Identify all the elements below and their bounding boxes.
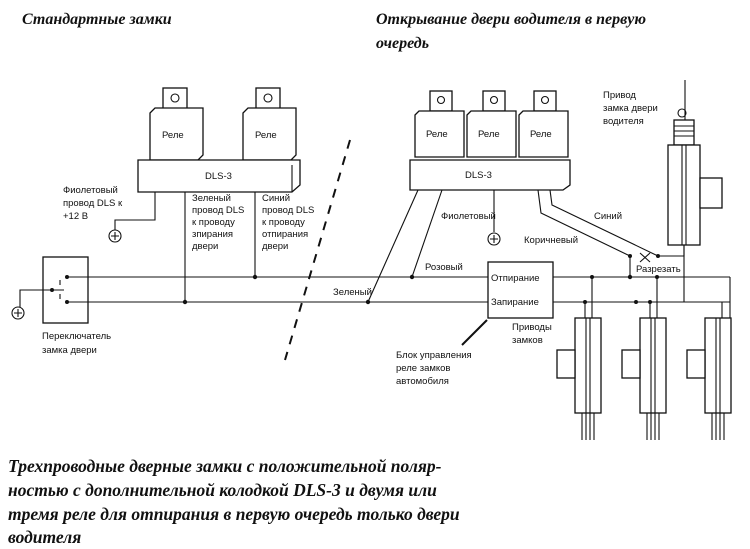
svg-text:зпирания: зпирания [192, 229, 233, 240]
driver-actuator-label: Привод замка двери водителя [603, 90, 658, 127]
svg-text:Реле: Реле [426, 129, 448, 140]
violet-label: Фиолетовый [441, 211, 496, 222]
svg-text:Привод: Привод [603, 90, 636, 101]
diagram-caption: Трехпроводные дверные замки с положитель… [8, 456, 460, 547]
svg-text:провод DLS к: провод DLS к [63, 198, 123, 209]
door-lock-switch [19, 256, 89, 324]
title-driver-door-first: Открывание двери водителя в первую [376, 11, 646, 28]
door-actuator-1 [556, 275, 602, 440]
actuators-label: Приводы замков [512, 322, 552, 346]
svg-text:Реле: Реле [255, 130, 277, 141]
svg-text:к проводу: к проводу [192, 217, 235, 228]
relay-left-2: Реле [242, 87, 297, 161]
door-actuator-3 [686, 277, 732, 440]
relay-right-1: Реле [414, 90, 465, 158]
relay-right-3: Реле [518, 90, 569, 158]
svg-text:Трехпроводные дверные замки с: Трехпроводные дверные замки с положитель… [8, 456, 442, 476]
svg-text:Отпирание: Отпирание [491, 273, 540, 284]
svg-text:Запирание: Запирание [491, 297, 539, 308]
svg-text:двери: двери [192, 241, 218, 252]
blue-label: Синий [594, 211, 622, 222]
svg-text:Реле: Реле [162, 130, 184, 141]
brown-label: Коричневый [524, 235, 578, 246]
svg-text:DLS-3: DLS-3 [465, 170, 492, 181]
ground-plus-icon [487, 232, 501, 246]
ground-plus-icon [11, 306, 25, 320]
svg-text:Переключатель: Переключатель [42, 331, 111, 342]
svg-text:DLS-3: DLS-3 [205, 171, 232, 182]
blue-wire-label: Синий провод DLS к проводу отпирания две… [262, 193, 314, 252]
svg-text:двери: двери [262, 241, 288, 252]
divider-dashed-line [284, 139, 351, 361]
svg-text:Приводы: Приводы [512, 322, 552, 333]
svg-text:замков: замков [512, 335, 543, 346]
svg-text:автомобиля: автомобиля [396, 376, 449, 387]
green-label: Зеленый [333, 287, 372, 298]
green-wire-label: Зеленый провод DLS к проводу зпирания дв… [192, 193, 244, 252]
svg-text:Фиолетовый: Фиолетовый [63, 185, 118, 196]
svg-text:ностью с дополнительной колодк: ностью с дополнительной колодкой DLS-3 и… [8, 480, 437, 500]
dls3-module-right: DLS-3 [409, 159, 571, 191]
car-lock-control-unit: Отпирание Запирание [487, 261, 554, 319]
pink-label: Розовый [425, 262, 463, 273]
title-driver-door-first-line2: очередь [376, 35, 429, 52]
relay-left-1: Реле [149, 87, 204, 161]
svg-text:провод DLS: провод DLS [192, 205, 244, 216]
dls3-module-left: DLS-3 [137, 159, 301, 193]
svg-text:замка двери: замка двери [42, 345, 97, 356]
door-actuator-2 [621, 275, 667, 440]
violet-wire-label: Фиолетовый провод DLS к +12 В [63, 185, 123, 222]
title-standard-locks: Стандартные замки [22, 11, 172, 28]
svg-text:тремя реле для отпирания в пер: тремя реле для отпирания в первую очеред… [8, 504, 460, 524]
control-unit-label: Блок управления реле замков автомобиля [396, 350, 472, 387]
ground-plus-icon [108, 229, 122, 243]
svg-text:к проводу: к проводу [262, 217, 305, 228]
svg-text:Реле: Реле [478, 129, 500, 140]
svg-text:отпирания: отпирания [262, 229, 308, 240]
svg-text:Синий: Синий [262, 193, 290, 204]
svg-text:замка двери: замка двери [603, 103, 658, 114]
svg-text:Реле: Реле [530, 129, 552, 140]
svg-text:водителя: водителя [8, 527, 81, 547]
svg-text:Блок управления: Блок управления [396, 350, 472, 361]
switch-label: Переключатель замка двери [42, 331, 111, 356]
svg-text:реле замков: реле замков [396, 363, 450, 374]
svg-text:+12 В: +12 В [63, 211, 88, 222]
relay-right-2: Реле [466, 90, 517, 158]
svg-text:провод DLS: провод DLS [262, 205, 314, 216]
cut-mark-icon [639, 252, 651, 263]
cut-label: Разрезать [636, 264, 681, 275]
svg-text:Зеленый: Зеленый [192, 193, 231, 204]
svg-text:водителя: водителя [603, 116, 644, 127]
driver-door-actuator [667, 80, 723, 302]
